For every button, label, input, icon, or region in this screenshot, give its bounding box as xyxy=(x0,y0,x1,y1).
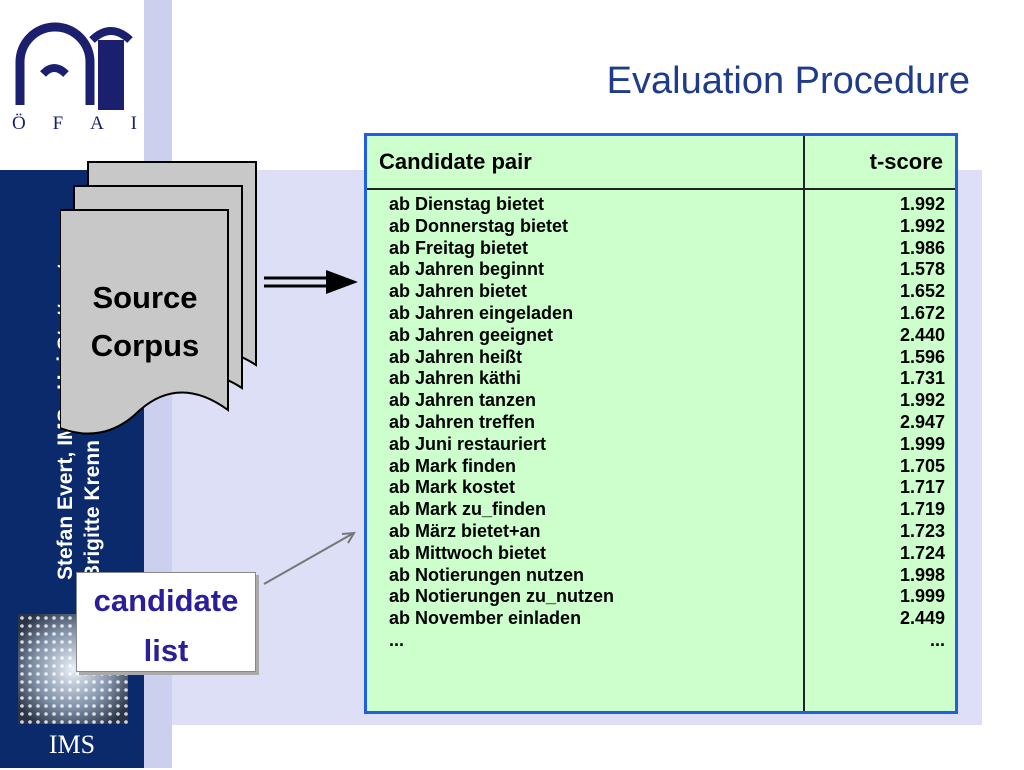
score-cell: 1.986 xyxy=(899,237,945,258)
score-cell: 1.998 xyxy=(899,564,945,585)
table-row: ab Dienstag bietet 1.992 xyxy=(367,194,955,216)
pair-cell: ab Jahren geeignet xyxy=(389,324,554,345)
table-row: ab Mark finden 1.705 xyxy=(367,456,955,478)
pair-cell: ab Jahren bietet xyxy=(389,281,528,302)
table-row: ab Freitag bietet 1.986 xyxy=(367,238,955,260)
column-header-pair: Candidate pair xyxy=(379,149,532,174)
table-row: ab Mittwoch bietet 1.724 xyxy=(367,543,955,565)
source-label-line-2: Corpus xyxy=(90,328,200,363)
pair-cell: ab Dienstag bietet xyxy=(389,194,545,214)
pair-cell: ab März bietet+an xyxy=(389,520,541,541)
table-row: ...... xyxy=(367,630,955,652)
pair-cell: ab Jahren eingeladen xyxy=(389,302,574,323)
table-row: ab Notierungen nutzen 1.998 xyxy=(367,565,955,587)
pair-cell: ab Mark finden xyxy=(389,455,517,476)
page-title: Evaluation Procedure xyxy=(606,60,970,102)
score-cell: 1.672 xyxy=(899,302,945,323)
logo-letter: A xyxy=(90,113,104,134)
score-cell: 1.992 xyxy=(899,390,945,411)
pair-cell: ab Jahren käthi xyxy=(389,368,522,389)
score-cell: 1.719 xyxy=(899,499,945,520)
table-row: ab Mark kostet 1.717 xyxy=(367,477,955,499)
score-cell: 1.999 xyxy=(899,586,945,607)
ofai-logo-mark-icon xyxy=(15,22,133,110)
table-row: ab Mark zu_finden 1.719 xyxy=(367,499,955,521)
pair-cell: ab Jahren heißt xyxy=(389,346,523,367)
column-divider xyxy=(803,136,805,711)
score-cell: 1.992 xyxy=(899,215,945,236)
table-row: ab Jahren geeignet 2.440 xyxy=(367,325,955,347)
source-corpus-label: Source Corpus xyxy=(70,274,220,370)
candidate-list-box: candidate list xyxy=(76,572,256,672)
table-row: ab Jahren eingeladen 1.672 xyxy=(367,303,955,325)
score-cell: 1.717 xyxy=(899,477,945,498)
source-corpus-documents-icon xyxy=(60,161,257,435)
logo-letter: F xyxy=(52,113,64,134)
table-row: ab Notierungen zu_nutzen 1.999 xyxy=(367,586,955,608)
table-row: ab Donnerstag bietet 1.992 xyxy=(367,216,955,238)
score-cell: 1.705 xyxy=(899,455,945,476)
source-label-line-1: Source xyxy=(92,280,198,315)
table-row: ab Jahren beginnt 1.578 xyxy=(367,259,955,281)
logo-letter: Ö xyxy=(12,113,26,134)
ofai-logo: Ö F A I xyxy=(0,0,144,170)
table-row: ab Jahren bietet 1.652 xyxy=(367,281,955,303)
pair-cell: ab Mark kostet xyxy=(389,477,516,498)
table-header: Candidate pair t-score xyxy=(367,136,955,190)
pointer-arrow-icon xyxy=(263,531,356,585)
pair-cell: ab November einladen xyxy=(389,608,582,629)
table-row: ab Jahren käthi 1.731 xyxy=(367,368,955,390)
score-cell: 1.999 xyxy=(899,433,945,454)
table-row: ab Jahren tanzen 1.992 xyxy=(367,390,955,412)
score-cell: 1.992 xyxy=(899,194,945,214)
score-cell: 1.578 xyxy=(899,259,945,280)
table-row: ab November einladen 2.449 xyxy=(367,608,955,630)
score-cell: 1.652 xyxy=(899,281,945,302)
pair-cell: ab Juni restauriert xyxy=(389,433,547,454)
score-cell: ... xyxy=(929,629,945,650)
pair-cell: ab Jahren tanzen xyxy=(389,390,537,411)
pair-cell: ab Donnerstag bietet xyxy=(389,215,569,236)
pair-cell: ab Notierungen zu_nutzen xyxy=(389,586,614,607)
pair-cell: ab Mittwoch bietet xyxy=(389,542,546,563)
table-row: ab Jahren treffen 2.947 xyxy=(367,412,955,434)
candidate-table: Candidate pair t-score ab Dienstag biete… xyxy=(364,133,958,714)
table-body: ab Dienstag bietet 1.992 ab Donnerstag bi… xyxy=(367,194,955,652)
score-cell: 2.449 xyxy=(899,608,945,629)
column-header-score: t-score xyxy=(869,149,943,174)
score-cell: 2.947 xyxy=(899,411,945,432)
candidate-label-line-2: list xyxy=(143,633,189,668)
table-row: ab Juni restauriert 1.999 xyxy=(367,434,955,456)
score-cell: 1.724 xyxy=(899,542,945,563)
pair-cell: ab Notierungen nutzen xyxy=(389,564,584,585)
ims-label: IMS xyxy=(48,730,96,759)
score-cell: 2.440 xyxy=(899,324,945,345)
pair-cell: ... xyxy=(389,629,405,650)
pair-cell: ab Jahren treffen xyxy=(389,411,536,432)
score-cell: 1.596 xyxy=(899,346,945,367)
candidate-label-line-1: candidate xyxy=(93,583,239,618)
score-cell: 1.723 xyxy=(899,520,945,541)
pair-cell: ab Mark zu_finden xyxy=(389,499,547,520)
table-row: ab März bietet+an 1.723 xyxy=(367,521,955,543)
score-cell: 1.731 xyxy=(899,368,945,389)
double-arrow-icon xyxy=(264,270,358,294)
pair-cell: ab Jahren beginnt xyxy=(389,259,545,280)
table-row: ab Jahren heißt 1.596 xyxy=(367,347,955,369)
logo-letter: I xyxy=(130,113,137,134)
pair-cell: ab Freitag bietet xyxy=(389,237,529,258)
